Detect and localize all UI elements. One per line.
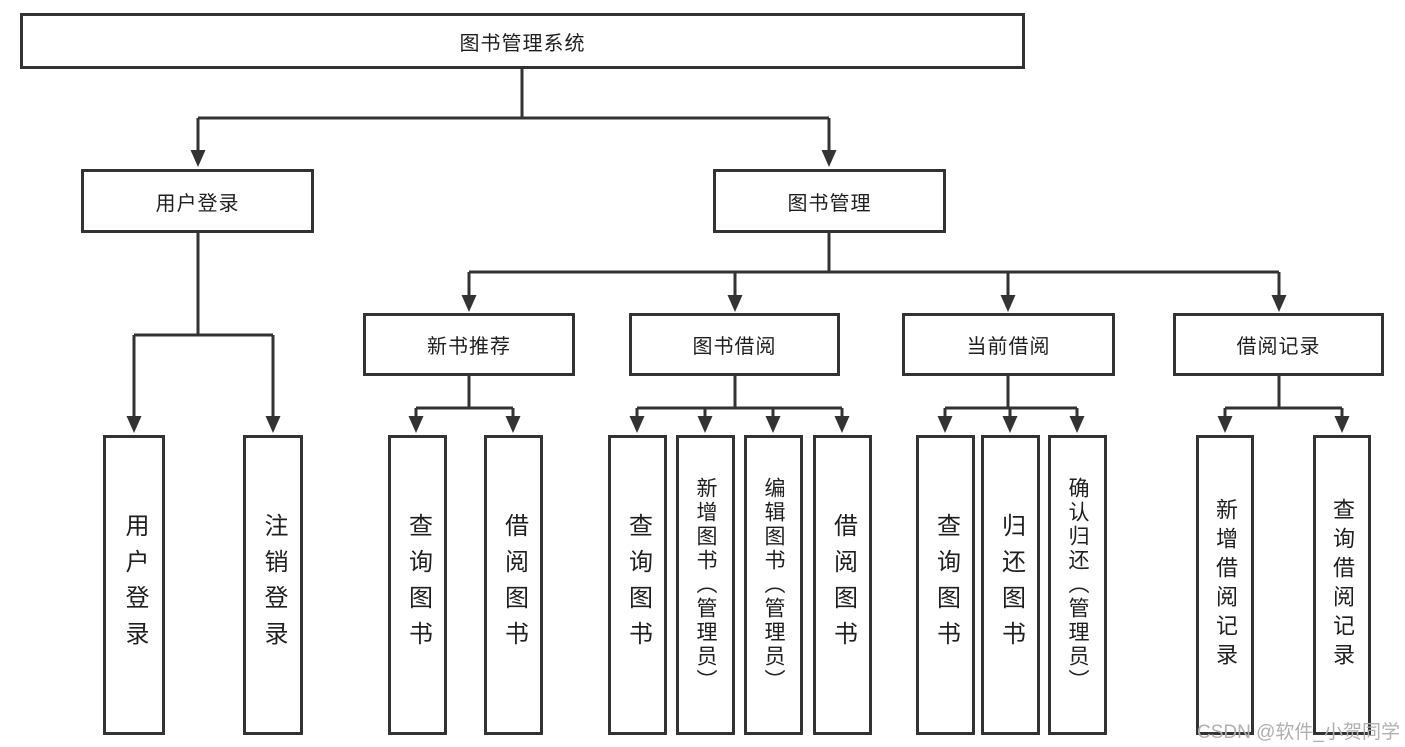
node-book-borrow: 图书借阅 [629,313,840,376]
leaf-edit-books-admin-label: 编辑图书（管理员） [762,477,785,693]
leaf-return-books: 归还图书 [981,435,1040,735]
leaf-query-borrow-record-label: 查询借阅记录 [1330,498,1355,672]
leaf-confirm-return-admin-label: 确认归还（管理员） [1066,477,1089,693]
leaf-confirm-return-admin: 确认归还（管理员） [1048,435,1107,735]
leaf-query-borrow-record: 查询借阅记录 [1313,435,1371,735]
connector-root-to-level2 [196,69,831,151]
leaf-return-books-label: 归还图书 [997,513,1025,657]
arrowheads-level2 [190,150,837,167]
node-borrow-records-label: 借阅记录 [1236,336,1321,358]
node-root-label: 图书管理系统 [459,32,586,55]
csdn-watermark: CSDN @软件_小贺同学 [1197,722,1400,743]
leaf-add-books-admin-label: 新增图书（管理员） [694,477,717,693]
node-book-management: 图书管理 [713,169,946,233]
leaf-query-books-current: 查询图书 [916,435,975,735]
arrowheads-user-login-children [126,416,281,433]
leaf-logout-login-label: 注销登录 [260,513,287,657]
leaf-query-books-recommend-label: 查询图书 [404,513,432,657]
leaf-borrow-books-label: 借阅图书 [829,513,857,657]
leaf-add-borrow-record: 新增借阅记录 [1196,435,1254,735]
leaf-logout-login: 注销登录 [243,435,303,735]
node-current-borrow-label: 当前借阅 [966,336,1051,358]
leaf-query-books-current-label: 查询图书 [932,513,960,657]
connector-borrow-records-branch [1223,376,1344,418]
node-current-borrow: 当前借阅 [902,313,1115,376]
node-book-management-label: 图书管理 [787,192,872,215]
leaf-query-books-recommend: 查询图书 [388,435,447,735]
arrowheads-borrow-records-children [1217,416,1350,433]
leaf-borrow-books-recommend: 借阅图书 [484,435,543,735]
leaf-add-books-admin: 新增图书（管理员） [676,435,735,735]
node-user-login: 用户登录 [81,169,314,233]
leaf-add-borrow-record-label: 新增借阅记录 [1213,498,1238,672]
leaf-query-books-borrow-label: 查询图书 [624,513,652,657]
leaf-query-books-borrow: 查询图书 [608,435,667,735]
node-user-login-label: 用户登录 [155,192,240,215]
connector-user-login-branch [132,233,275,418]
arrowheads-new-book-children [408,416,521,433]
connector-book-management-branch [467,233,1281,296]
node-borrow-records: 借阅记录 [1173,313,1384,376]
connector-new-book-branch [414,376,515,418]
connector-current-borrow-branch [943,376,1079,418]
arrowheads-current-borrow-children [937,416,1085,433]
arrowheads-level3 [461,295,1287,312]
leaf-borrow-books: 借阅图书 [813,435,872,735]
connector-book-borrow-branch [635,376,844,418]
node-book-borrow-label: 图书借阅 [692,336,777,358]
leaf-user-login-label: 用户登录 [121,513,148,657]
node-root-library-system: 图书管理系统 [20,13,1025,69]
node-new-book-recommend: 新书推荐 [363,313,575,376]
leaf-edit-books-admin: 编辑图书（管理员） [744,435,803,735]
arrowheads-book-borrow-children [629,416,850,433]
leaf-borrow-books-recommend-label: 借阅图书 [500,513,528,657]
node-new-book-recommend-label: 新书推荐 [427,336,511,358]
leaf-user-login: 用户登录 [103,435,165,735]
